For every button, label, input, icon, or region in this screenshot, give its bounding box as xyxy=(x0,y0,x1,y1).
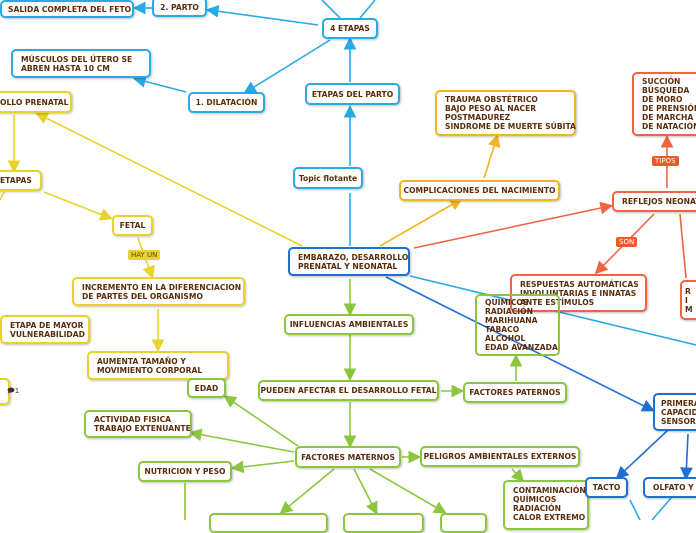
node-dilatacion[interactable]: 1. DILATACIÓN xyxy=(188,92,265,113)
node-vulnerabilidad[interactable]: ETAPA DE MAYOR VULNERABILIDAD xyxy=(0,315,90,344)
edge xyxy=(369,468,447,514)
node-tacto[interactable]: TACTO xyxy=(585,477,628,498)
edge xyxy=(43,191,113,221)
edge xyxy=(510,468,525,483)
edge-label-hay-un: HAY UN xyxy=(128,250,161,260)
comment-indicator[interactable]: 🗩1 xyxy=(7,387,20,395)
node-pueden-afectar[interactable]: PUEDEN AFECTAR EL DESARROLLO FETAL xyxy=(258,380,439,401)
node-respuestas-automaticas[interactable]: RESPUESTAS AUTOMÁTICAS INVOLUNTARIAS E I… xyxy=(510,274,647,312)
edge xyxy=(679,213,687,279)
node-topic-flotante[interactable]: Topic flotante xyxy=(293,167,363,189)
edge xyxy=(680,433,693,481)
edge xyxy=(230,460,295,474)
edge xyxy=(243,39,331,94)
node-edad[interactable]: EDAD xyxy=(187,378,226,398)
node-fetal[interactable]: FETAL xyxy=(112,215,153,236)
edge xyxy=(413,201,614,249)
node-peligros-list[interactable]: CONTAMINACIÓN QUÍMICOS RADIACIÓN CALOR E… xyxy=(503,480,589,530)
node-reflejos-neonatales[interactable]: REFLEJOS NEONATA xyxy=(612,191,696,212)
edge xyxy=(379,198,463,247)
node-factores-paternos[interactable]: FACTORES PATERNOS xyxy=(463,382,567,403)
node-materno-child-2[interactable] xyxy=(343,513,424,533)
node-peligros-ambientales[interactable]: PELIGROS AMBIENTALES EXTERNOS xyxy=(420,446,580,467)
comment-icon: 🗩 xyxy=(7,387,15,395)
node-parto[interactable]: 2. PARTO xyxy=(152,0,207,17)
edge xyxy=(385,276,655,412)
node-influencias-ambientales[interactable]: INFLUENCIAS AMBIENTALES xyxy=(284,314,414,335)
node-materno-child-1[interactable] xyxy=(209,513,328,533)
node-aumenta-tamano[interactable]: AUMENTA TAMAÑO Y MOVIMIENTO CORPORAL xyxy=(87,351,229,380)
node-musculos-utero[interactable]: MÚSCULOS DEL ÚTERO SE ABREN HASTA 10 CM xyxy=(11,49,151,78)
edge xyxy=(35,112,303,247)
connections-layer xyxy=(0,0,696,520)
edge xyxy=(629,499,641,520)
node-etapas[interactable]: ETAPAS xyxy=(0,170,42,191)
node-factores-paternos-list[interactable]: QUÍMICOS RADIACIÓN MARIHUANA TABACO ALCO… xyxy=(475,294,560,356)
node-primeras-capacidades[interactable]: PRIMERA CAPACID SENSORI xyxy=(653,393,696,431)
node-incremento-diferenciacion[interactable]: INCREMENTO EN LA DIFERENCIACION DE PARTE… xyxy=(72,277,245,306)
node-materno-child-3[interactable] xyxy=(440,513,487,533)
edge xyxy=(223,395,299,447)
edge xyxy=(321,0,341,19)
edge xyxy=(132,75,187,93)
node-partial-right[interactable]: R I M xyxy=(680,280,696,320)
node-olfato-gusto[interactable]: OLFATO Y G xyxy=(643,477,696,498)
edge-label-tipos: TIPOS xyxy=(652,156,679,166)
edge xyxy=(359,0,376,19)
edge xyxy=(188,428,295,453)
node-actividad-fisica[interactable]: ACTIVIDAD FISICA TRABAJO EXTENUANTE xyxy=(84,410,192,438)
node-central-embarazo[interactable]: EMBARAZO, DESARROLLO PRENATAL Y NEONATAL xyxy=(288,247,410,276)
edge xyxy=(0,191,5,201)
node-complicaciones-list[interactable]: TRAUMA OBSTÉTRICO BAJO PESO AL NACER POS… xyxy=(435,90,576,136)
edge xyxy=(205,4,319,26)
node-nutricion-peso[interactable]: NUTRICION Y PESO xyxy=(138,461,232,482)
node-factores-maternos[interactable]: FACTORES MATERNOS xyxy=(295,446,401,468)
edge xyxy=(483,133,501,179)
node-reflejos-tipos[interactable]: SUCCIÓN BÚSQUEDA DE MORO DE PRENSIÓN DE … xyxy=(632,72,696,136)
node-etapas-parto[interactable]: ETAPAS DEL PARTO xyxy=(305,83,400,105)
edge xyxy=(651,496,673,520)
edge-label-son: SON xyxy=(616,237,638,247)
node-salida-feto[interactable]: SALIDA COMPLETA DEL FETO xyxy=(0,0,134,18)
node-4-etapas[interactable]: 4 ETAPAS xyxy=(322,18,378,39)
edge xyxy=(279,468,335,515)
edge xyxy=(353,468,378,515)
node-desarrollo-prenatal[interactable]: OLLO PRENATAL xyxy=(0,91,72,113)
node-complicaciones-nacimiento[interactable]: COMPLICACIONES DEL NACIMIENTO xyxy=(399,180,560,201)
edge xyxy=(615,429,669,480)
node-partial-left[interactable] xyxy=(0,378,10,405)
